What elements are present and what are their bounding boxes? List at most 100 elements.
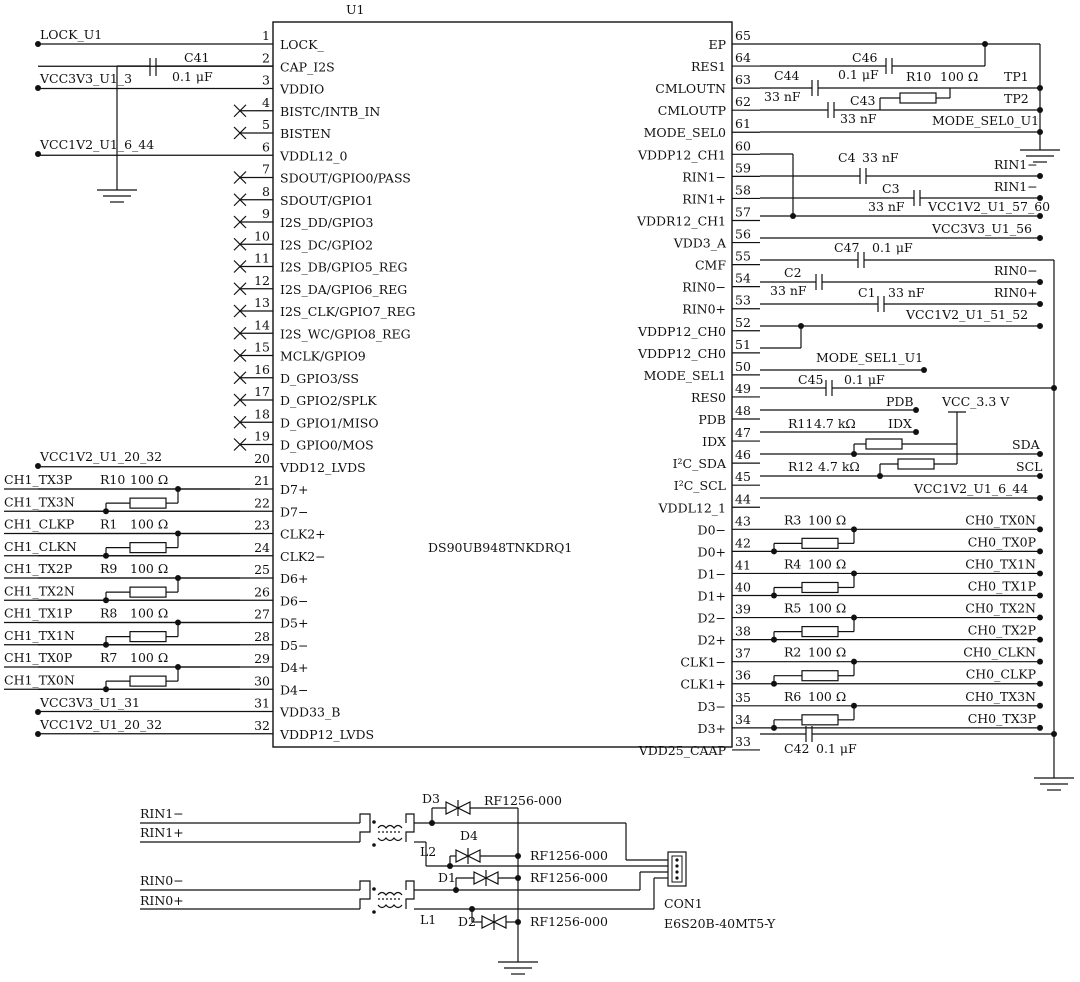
pin-name: RIN0− (682, 280, 726, 295)
c4-val: 33 nF (862, 150, 899, 165)
lvds-net-label: CH1_TX2P (4, 561, 72, 576)
pin-number: 46 (735, 447, 751, 462)
c3-ref: C3 (882, 181, 900, 196)
rin0p-net: RIN0+ (994, 285, 1038, 300)
bottom-protection-circuit: RIN1− RIN1+ RIN0− RIN0+ L2 L1 (140, 791, 776, 975)
pin-number: 8 (262, 184, 270, 199)
pin-number: 52 (735, 315, 751, 330)
left-nets: LOCK_U1 C41 0.1 μF VCC3V3_U1_3 VCC1V2_U1… (35, 27, 273, 737)
pin-number: 25 (254, 562, 270, 577)
lvds-net-label: CH0_TX2N (965, 601, 1036, 616)
pin-number: 14 (254, 317, 270, 332)
pin-name: RES0 (691, 390, 726, 405)
pin-number: 12 (254, 273, 270, 288)
pin-number: 6 (262, 139, 270, 154)
pin-number: 33 (735, 734, 751, 749)
l1-label: L1 (420, 912, 436, 927)
r11-val: 4.7 kΩ (814, 416, 856, 431)
pin-name: I2S_DC/GPIO2 (280, 237, 373, 252)
pin-name: D_GPIO1/MISO (280, 415, 379, 430)
c47-ref: C47 (834, 240, 860, 255)
resistor-ref: R1 (100, 517, 117, 532)
lvds-net-label: CH0_TX0N (965, 512, 1036, 527)
pin-number: 53 (735, 293, 751, 308)
resistor-ref: R9 (100, 561, 117, 576)
lvds-net-label: CH0_TX2P (968, 623, 1036, 638)
pin-name: D5− (280, 638, 308, 653)
net-vcc1v2-20-32-b: VCC1V2_U1_20_32 (39, 717, 162, 732)
rin1m-net-b: RIN1− (994, 179, 1038, 194)
rf-d4: RF1256-000 (530, 848, 608, 863)
pin-number: 21 (254, 473, 270, 488)
pin-number: 1 (262, 28, 270, 43)
d4-label: D4 (460, 828, 478, 843)
pin-number: 24 (254, 540, 270, 555)
c3-val: 33 nF (868, 199, 905, 214)
pin-number: 48 (735, 403, 751, 418)
c41-val: 0.1 μF (172, 69, 213, 84)
c44-ref: C44 (774, 68, 800, 83)
r12-val: 4.7 kΩ (818, 459, 860, 474)
pin-name: CLK2− (280, 549, 326, 564)
pin-name: I2S_DA/GPIO6_REG (280, 282, 407, 297)
pin-name: D0+ (698, 544, 726, 559)
pin-name: D7− (280, 504, 308, 519)
net-dot (35, 85, 41, 91)
pin-name: I2S_DB/GPIO5_REG (280, 260, 407, 275)
lvds-net-label: CH0_TX3N (965, 689, 1036, 704)
pin-name: D_GPIO2/SPLK (280, 393, 377, 408)
pin-number: 58 (735, 182, 751, 197)
pin-number: 61 (735, 116, 751, 131)
pin-number: 38 (735, 624, 751, 639)
pin-name: D2− (698, 611, 726, 626)
resistor-ref: R5 (784, 601, 801, 616)
pin-name: VDDP12_CH0 (637, 324, 726, 339)
pin-number: 30 (254, 673, 270, 688)
idx-net: IDX (888, 416, 912, 431)
pin-name: SDOUT/GPIO1 (280, 193, 373, 208)
pin-number: 22 (254, 495, 270, 510)
pin-number: 41 (735, 557, 751, 572)
sda-net: SDA (1012, 437, 1041, 452)
c43-val: 33 nF (840, 111, 877, 126)
vcc33-net: VCC_3.3 V (941, 394, 1010, 409)
btm-rin0p: RIN0+ (140, 893, 184, 908)
pin-name: EP (708, 37, 726, 52)
pin-number: 50 (735, 359, 751, 374)
pin-name: RIN1+ (682, 191, 726, 206)
pin-number: 17 (254, 384, 270, 399)
right-nets: C46 0.1 μF C44 33 nF R10 100 Ω TP1 C43 3… (760, 41, 1074, 791)
resistor-ref: R3 (784, 512, 801, 527)
l2-label: L2 (420, 844, 436, 859)
net-vcc3v3-3: VCC3V3_U1_3 (39, 71, 132, 86)
rf-d2: RF1256-000 (530, 914, 608, 929)
pin-name: CMF (695, 258, 726, 273)
tp1-label: TP1 (1004, 69, 1029, 84)
pin-number: 54 (735, 271, 751, 286)
resistor-value: 100 Ω (130, 606, 168, 621)
pin-number: 19 (254, 429, 270, 444)
pin-number: 10 (254, 228, 270, 243)
pin-name: D5+ (280, 616, 308, 631)
pin-number: 23 (254, 518, 270, 533)
pin-name: BISTC/INTB_IN (280, 104, 380, 119)
pin-number: 15 (254, 340, 270, 355)
c1-val: 33 nF (888, 285, 925, 300)
mode-sel1-net: MODE_SEL1_U1 (816, 350, 923, 365)
rin1m-net: RIN1− (994, 157, 1038, 172)
pin-number: 56 (735, 227, 751, 242)
pin-name: VDDP12_CH1 (637, 147, 726, 162)
pin-number: 43 (735, 513, 751, 528)
pin-name: CMLOUTN (655, 81, 726, 96)
pin-name: D0− (698, 522, 726, 537)
net-vcc1v2-20-32-a: VCC1V2_U1_20_32 (39, 449, 162, 464)
lvds-net-label: CH0_TX3P (968, 711, 1036, 726)
lvds-net-label: CH1_CLKN (4, 539, 77, 554)
pin-number: 36 (735, 668, 751, 683)
pin-name: D3− (698, 699, 726, 714)
pin-name: D6− (280, 593, 308, 608)
pin-number: 13 (254, 295, 270, 310)
pin-name: VDDL12_0 (279, 148, 348, 163)
pin-name: MODE_SEL0 (644, 125, 726, 140)
pin-number: 20 (254, 451, 270, 466)
